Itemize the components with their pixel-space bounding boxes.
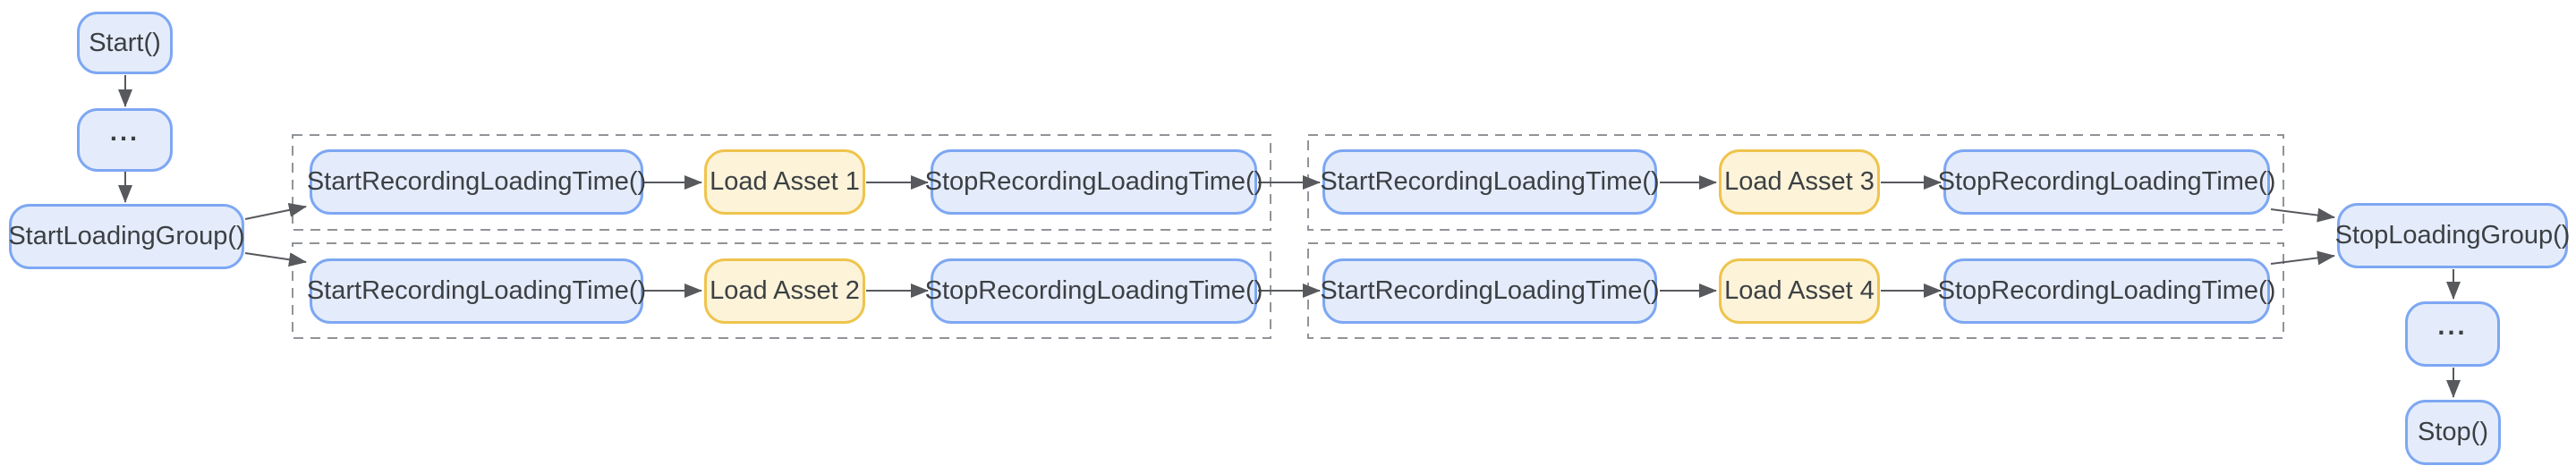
arrow-g2r1-stop-to-stop-group	[2270, 207, 2335, 223]
start-node: Start()	[77, 12, 173, 74]
load-asset-2-node-label: Load Asset 2	[710, 276, 860, 305]
group2-row2-start-recording-node-label: StartRecordingLoadingTime()	[1320, 276, 1660, 305]
load-asset-3-node: Load Asset 3	[1719, 149, 1880, 215]
ellipsis-bottom-node-label: ...	[2437, 312, 2468, 341]
start-loading-group-node-label: StartLoadingGroup()	[8, 222, 245, 250]
group2-row2-start-recording-node: StartRecordingLoadingTime()	[1320, 258, 1660, 324]
group1-row2-stop-recording-node: StopRecordingLoadingTime()	[925, 258, 1262, 324]
load-asset-1-node-label: Load Asset 1	[710, 167, 860, 196]
group1-row2-start-recording-node-label: StartRecordingLoadingTime()	[306, 276, 647, 305]
group2-row1-stop-recording-node: StopRecordingLoadingTime()	[1938, 149, 2275, 215]
stop-loading-group-node-label: StopLoadingGroup()	[2334, 221, 2571, 250]
group1-row1-stop-recording-node: StopRecordingLoadingTime()	[925, 149, 1262, 215]
start-node-label: Start()	[89, 28, 161, 57]
ellipsis-bottom-node: ...	[2405, 301, 2500, 367]
arrow-g2r2-stop-to-stop-group	[2270, 250, 2335, 266]
load-asset-3-node-label: Load Asset 3	[1724, 167, 1875, 196]
stop-node-label: Stop()	[2418, 418, 2488, 446]
stop-node: Stop()	[2405, 400, 2501, 465]
group2-row1-start-recording-node: StartRecordingLoadingTime()	[1320, 149, 1660, 215]
group2-row2-stop-recording-node-label: StopRecordingLoadingTime()	[1937, 276, 2276, 305]
stop-loading-group-node: StopLoadingGroup()	[2334, 203, 2571, 268]
load-asset-1-node: Load Asset 1	[704, 149, 865, 215]
group1-row2-start-recording-node: StartRecordingLoadingTime()	[306, 258, 647, 324]
ellipsis-top-node-label: ...	[109, 118, 140, 147]
arrow-start-group-to-row2	[244, 252, 307, 267]
group1-row1-start-recording-node-label: StartRecordingLoadingTime()	[306, 167, 647, 196]
load-asset-2-node: Load Asset 2	[704, 258, 865, 324]
group1-row1-stop-recording-node-label: StopRecordingLoadingTime()	[924, 167, 1263, 196]
load-asset-4-node: Load Asset 4	[1719, 258, 1880, 324]
load-asset-4-node-label: Load Asset 4	[1724, 276, 1875, 305]
start-loading-group-node: StartLoadingGroup()	[8, 204, 245, 269]
ellipsis-top-node: ...	[77, 108, 173, 172]
group2-row2-stop-recording-node: StopRecordingLoadingTime()	[1938, 258, 2275, 324]
group2-row1-start-recording-node-label: StartRecordingLoadingTime()	[1320, 167, 1660, 196]
arrow-start-group-to-row1	[244, 202, 307, 220]
group1-row1-start-recording-node: StartRecordingLoadingTime()	[306, 149, 647, 215]
group1-row2-stop-recording-node-label: StopRecordingLoadingTime()	[924, 276, 1263, 305]
group2-row1-stop-recording-node-label: StopRecordingLoadingTime()	[1937, 167, 2276, 196]
